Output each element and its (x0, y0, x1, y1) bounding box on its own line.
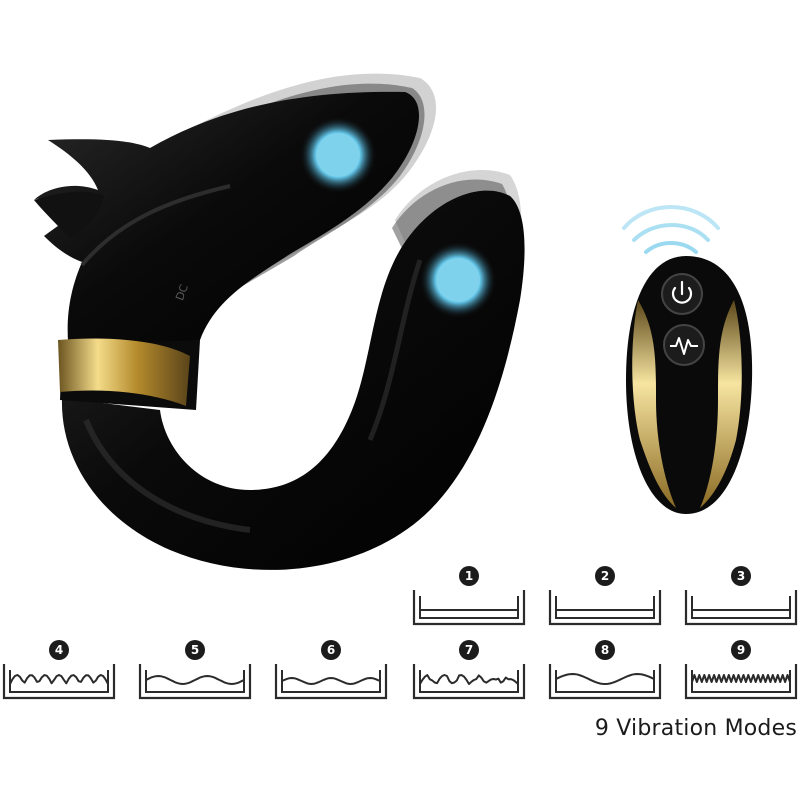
mode-tray-outline (684, 664, 798, 700)
mode-number-badge: 5 (185, 640, 205, 660)
mode-tray-outline (412, 664, 526, 700)
mode-tray-outline (138, 664, 252, 700)
mode-number-badge: 4 (49, 640, 69, 660)
mode-tray-inner (419, 596, 519, 619)
mode-pattern-waves-soft (274, 664, 388, 700)
mode-tray-outline (412, 590, 526, 626)
vibration-modes-caption: 9 Vibration Modes (594, 716, 797, 741)
remote-control (622, 205, 753, 514)
mode-number-badge: 6 (321, 640, 341, 660)
mode-wave-line (9, 674, 109, 685)
vibration-mode-2: 2 (548, 566, 662, 628)
vibration-mode-7: 7 (412, 640, 526, 702)
mode-tray-inner (9, 670, 109, 693)
mode-tray-inner (691, 596, 791, 619)
mode-wave-line (281, 677, 381, 685)
device-body (34, 91, 525, 570)
mode-number-badge: 7 (459, 640, 479, 660)
mode-number-badge: 9 (731, 640, 751, 660)
mode-pattern-waves-deep (548, 664, 662, 700)
wireless-signal-icon (622, 205, 720, 254)
mode-tray-outline (684, 590, 798, 626)
mode-wave-line (691, 674, 791, 684)
mode-number-badge: 1 (459, 566, 479, 586)
mode-number-badge: 8 (595, 640, 615, 660)
power-icon (661, 273, 703, 315)
mode-tray-outline (274, 664, 388, 700)
mode-tray-outline (548, 664, 662, 700)
mode-tray-outline (2, 664, 116, 700)
mode-pattern-waves-wide (138, 664, 252, 700)
mode-pattern-flat (548, 590, 662, 626)
vibration-mode-1: 1 (412, 566, 526, 628)
mode-number-badge: 2 (595, 566, 615, 586)
mode-pattern-bumps-dense (2, 664, 116, 700)
mode-tray-outline (548, 590, 662, 626)
vibration-point-upper (300, 117, 376, 193)
vibration-mode-8: 8 (548, 640, 662, 702)
mode-pattern-flat (684, 590, 798, 626)
mode-pattern-bumps-mixed (412, 664, 526, 700)
vibration-mode-9: 9 (684, 640, 798, 702)
mode-tray-inner (555, 596, 655, 619)
mode-pattern-zigzag-dense (684, 664, 798, 700)
vibration-mode-5: 5 (138, 640, 252, 702)
mode-tray-inner (281, 670, 381, 693)
mode-number-badge: 3 (731, 566, 751, 586)
vibration-mode-3: 3 (684, 566, 798, 628)
vibration-mode-6: 6 (274, 640, 388, 702)
pulse-wave-icon (663, 324, 705, 366)
mode-wave-line (145, 675, 245, 685)
vibration-point-lower (420, 242, 496, 318)
mode-tray-inner (419, 670, 519, 693)
mode-pattern-flat (412, 590, 526, 626)
mode-wave-line (555, 673, 655, 685)
mode-wave-line (419, 674, 519, 685)
vibration-mode-4: 4 (2, 640, 116, 702)
